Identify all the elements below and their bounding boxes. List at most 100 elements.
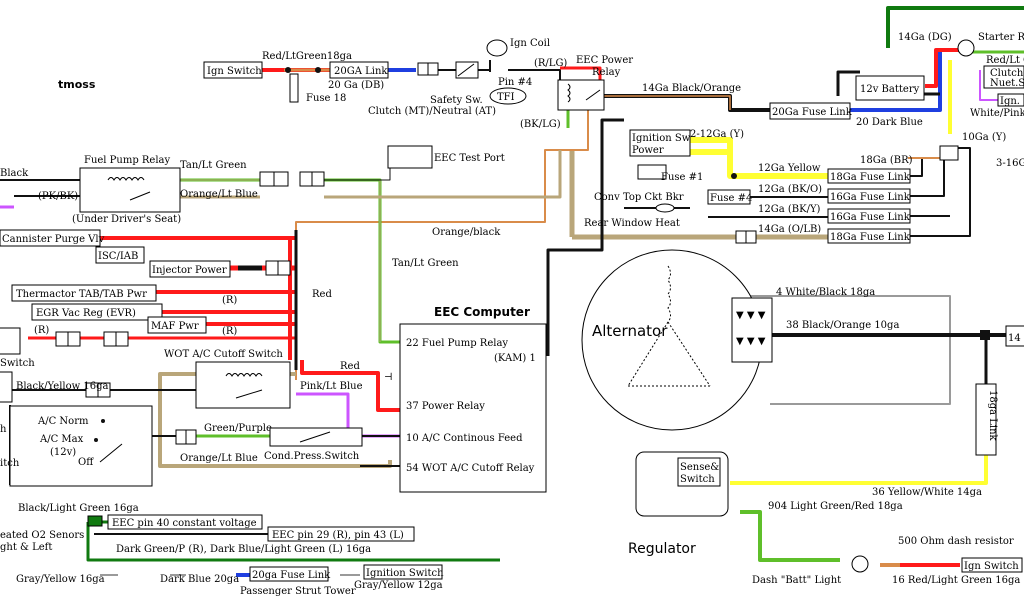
connector: [185, 429, 197, 445]
cannister-label: Cannister Purge Vlv: [2, 234, 105, 245]
bk-lg-label: (BK/LG): [520, 119, 561, 130]
green-purple-label: Green/Purple: [204, 423, 272, 434]
fl20-b-box: [249, 566, 329, 582]
fuse-link-20ga-box: [769, 102, 851, 120]
wire-black-orange-14: [586, 94, 770, 112]
battery: [855, 75, 925, 101]
ohm500-label: 500 Ohm dash resistor: [898, 536, 1014, 547]
link-18ga-box: [975, 383, 997, 456]
ground-symbol: ⊣: [384, 372, 393, 383]
pass-strut-label: Passenger Strut Tower: [240, 586, 356, 597]
tan-ltgreen-label: Tan/Lt Green: [180, 160, 247, 171]
clutch-interlock-box: [983, 65, 1024, 89]
ign-r-label: Ign.: [1000, 96, 1020, 107]
connector: [55, 331, 69, 347]
br18-label: 18Ga (BR): [860, 155, 913, 166]
ght-left-label: ght & Left: [0, 542, 52, 553]
dark-blue-20-label: 20 Dark Blue: [856, 117, 923, 128]
r-lg-label: (R/LG): [534, 58, 567, 69]
ac-switch-box: [9, 405, 153, 487]
rectifier: [731, 297, 773, 363]
maf-box: [147, 316, 207, 334]
bk-o-12-label: 12Ga (BK/O): [758, 184, 822, 195]
red-word-label: Red: [312, 289, 332, 300]
pk-bk-label: (PK/BK): [38, 191, 78, 202]
ac-max-label: A/C Max: [39, 434, 84, 445]
pin22-label: 22 Fuel Pump Relay: [406, 338, 508, 349]
splice-dot: [731, 173, 737, 179]
wire-orange-ltblue: [180, 150, 562, 199]
red-word-2-label: Red: [340, 361, 360, 372]
clutch-neutral-label: Clutch (MT)/Neutral (AT): [368, 106, 496, 117]
connector: [67, 331, 81, 347]
connector: [707, 189, 751, 205]
regulator-label: Regulator: [628, 541, 696, 557]
wire-white-pink: [979, 70, 1000, 101]
fuse-link-18-a: [827, 168, 911, 184]
link18-label: 18ga Link: [987, 390, 998, 442]
dark-green-p-label: Dark Green/P (R), Dark Blue/Light Green …: [116, 544, 371, 555]
connector: [427, 62, 439, 76]
ign-switch-br-box: [961, 557, 1023, 573]
yellow-12-label: 12Ga Yellow: [758, 163, 821, 174]
connector: [417, 62, 429, 76]
connector: [115, 331, 129, 347]
conv-top-label: Conv Top Ckt Bkr: [594, 192, 684, 203]
fl18-a-label: 18Ga Fuse Link: [830, 172, 911, 183]
wire-black-orange-14-o: [586, 95, 731, 110]
pin54-label: 54 WOT A/C Cutoff Relay: [406, 463, 535, 474]
connector: [277, 260, 291, 276]
ac-norm-dot: [101, 419, 105, 423]
connector: [745, 230, 757, 244]
wot-cutoff-label: WOT A/C Cutoff Switch: [164, 349, 283, 360]
bk-y-12-label: 12Ga (BK/Y): [758, 204, 821, 215]
ign-r-box: [997, 93, 1024, 107]
wire-white-black-4: [750, 295, 951, 405]
orange-black-label: Orange/black: [432, 227, 501, 238]
fl16-b-label: 16Ga Fuse Link: [830, 212, 911, 223]
fuse1-label: Fuse #1: [661, 172, 703, 183]
gray-yellow-12-label: Gray/Yellow 12ga: [354, 580, 443, 591]
connector: [265, 260, 279, 276]
ac-norm-label: A/C Norm: [37, 416, 89, 427]
wire-red-eec-relay: [560, 66, 602, 84]
alternator-label: Alternator: [592, 322, 668, 340]
eec-test-port-label: EEC Test Port: [434, 153, 505, 164]
fuse-link-16-b: [827, 208, 911, 224]
red-ltg-r-label: Red/Lt G: [986, 55, 1024, 66]
stator-windings: [627, 265, 711, 387]
connector: [735, 230, 747, 244]
eec40-box: [107, 514, 263, 530]
fuse4-label: Fuse #4: [710, 193, 752, 204]
wire-link-right: [910, 147, 971, 237]
yellow-white-36-label: 36 Yellow/White 14ga: [872, 487, 982, 498]
fuse18-label: Fuse 18: [306, 93, 346, 104]
eec-power-relay-label-1: EEC Power: [576, 55, 633, 66]
o-lb-14-label: 14Ga (O/LB): [758, 224, 821, 235]
diode-row: ▼ ▼ ▼: [736, 336, 766, 347]
wire-red-thermactor: [156, 290, 296, 326]
isc-iab-box: [95, 246, 145, 264]
fl16-a-label: 16Ga Fuse Link: [830, 192, 911, 203]
gray-yellow-16-label: Gray/Yellow 16ga: [16, 574, 105, 585]
wire-o-lb-14: [569, 150, 828, 240]
dash-batt-light: [851, 555, 869, 573]
switch-contact: [457, 63, 475, 77]
wire-battery-red: [925, 48, 960, 88]
y10-label: 10Ga (Y): [962, 132, 1006, 143]
white-pink-label: White/Pink: [970, 108, 1024, 119]
off-label: Off: [78, 457, 94, 468]
splice-dot: [315, 67, 321, 73]
sense-2-label: Switch: [680, 474, 715, 485]
link-20ga-label: 20GA Link: [334, 66, 388, 77]
light-green-red-904-label: 904 Light Green/Red 18ga: [768, 501, 903, 512]
wire-red-bus-vertical: [288, 238, 400, 412]
isc-iab-label: ISC/IAB: [98, 251, 138, 262]
wot-contact: [235, 389, 263, 399]
dark-blue-20ga-label: Dark Blue 20ga: [160, 574, 239, 585]
red-3-label: (R): [222, 326, 237, 337]
fuel-relay-coil: [107, 177, 145, 181]
connector: [97, 382, 111, 398]
fl20-b-label: 20ga Fuse Link: [252, 570, 331, 581]
